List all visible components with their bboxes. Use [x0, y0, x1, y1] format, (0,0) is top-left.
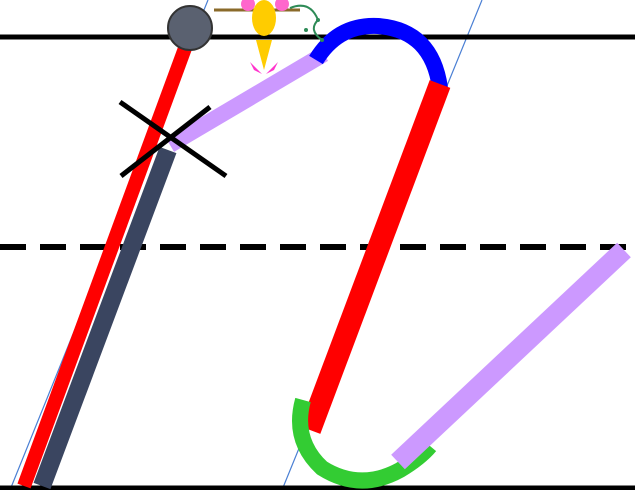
- connector-stroke-lilac: [165, 47, 329, 152]
- second-downstroke-red: [299, 80, 451, 434]
- bird-icon: [214, 0, 324, 74]
- first-downstroke-red: [17, 37, 195, 489]
- final-upstroke-lilac: [391, 242, 631, 470]
- cross-mark-icon: [118, 99, 228, 179]
- bottom-arc-green: [292, 397, 437, 489]
- start-dot-icon: [167, 5, 213, 51]
- first-upstroke-dark: [33, 146, 177, 490]
- top-arc-blue: [309, 17, 448, 90]
